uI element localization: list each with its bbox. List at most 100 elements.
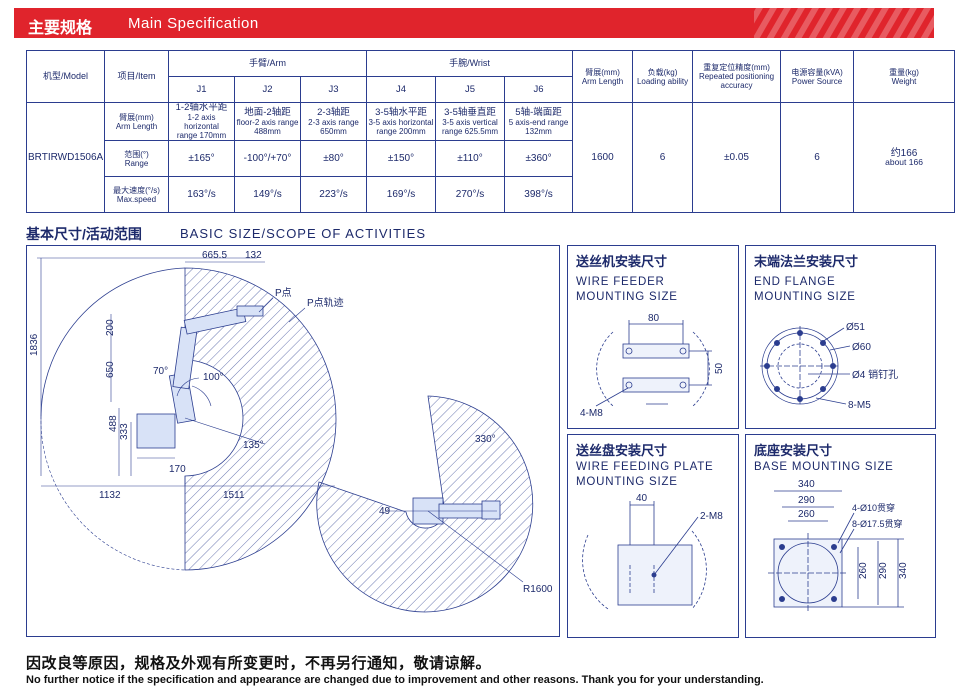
axis-header-j5: J5 [435,76,506,103]
header-banner: 主要规格 Main Specification [14,8,934,38]
arm-cell-j3-en1: 2-3 axis range [308,117,359,127]
end-flange-drawing: Ø51 Ø60 Ø4 销钉孔 8-M5 [760,322,898,411]
weight-col-header: 重量(kg)Weight [853,50,956,103]
power-col-en: Power Source [791,76,843,86]
range-j4: ±150° [366,140,437,177]
base-dim-290-side: 290 [878,562,889,579]
base-bolt-holes [779,544,837,602]
dim-1132: 1132 [99,490,121,501]
feeding-plate-title-zh: 送丝盘安装尺寸 [576,443,668,458]
end-flange-title-zh: 末端法兰安装尺寸 [754,254,859,269]
row-speed-label: 最大速度(°/s)Max.speed [104,176,169,213]
row-arm-label-en: Arm Length [115,121,158,131]
scope-diagram: 665.5 132 1836 200 650 488 333 170 1132 … [29,250,553,613]
repeat-col-zh: 重复定位精度(mm) [703,63,770,72]
arm-cell-j4-en1: 3-5 axis horizontal [368,117,434,127]
item-header: 项目/Item [104,50,169,103]
angle-135: 135° [243,440,264,451]
arm-cell-j3-en2: 650mm [320,126,347,136]
arm-length-col-en: Arm Length [581,76,624,86]
angle-100: 100° [203,372,224,383]
ef-dim-60: Ø60 [852,342,871,353]
axis-header-j6: J6 [504,76,574,103]
dim-200: 200 [105,319,116,336]
arm-cell-j1-zh: 1-2轴水平距 [175,102,228,113]
arm-cell-j6-en2: 132mm [525,126,552,136]
wf-dim-80: 80 [648,313,660,324]
angle-70: 70° [153,366,168,377]
dim-665-5: 665.5 [202,250,227,261]
end-flange-title-en1: END FLANGE [754,276,836,288]
axis-header-j2: J2 [234,76,301,103]
range-j2: -100°/+70° [234,140,301,177]
ef-dim-51: Ø51 [846,322,865,333]
dim-1836: 1836 [29,333,40,356]
row-range-label-zh: 范围(°) [124,149,149,159]
angle-330: 330° [475,434,496,445]
dim-650: 650 [105,361,116,378]
range-j3: ±80° [299,140,368,177]
base-drawing: 340 290 260 4-Ø10贯穿 8-Ø17.5贯穿 260 290 34… [768,479,909,613]
dim-170: 170 [169,464,186,475]
wf-dim-4-m8: 4-M8 [580,408,603,419]
speed-j4: 169°/s [366,176,437,213]
p-point-label: P点 [275,287,292,299]
basic-size-drawing: 665.5 132 1836 200 650 488 333 170 1132 … [26,245,560,637]
arm-cell-j1-en2: range 170mm [176,131,227,140]
axis-header-j1: J1 [168,76,235,103]
arm-cell-j6-zh: 5轴-端面距 [515,106,562,118]
wf-dim-50: 50 [714,362,725,374]
arm-cell-j4-zh: 3-5轴水平距 [375,106,427,118]
speed-j6: 398°/s [504,176,574,213]
dim-r1600: R1600 [523,584,553,595]
base-dim-260-top: 260 [798,509,815,520]
fp-dim-2-m8: 2-M8 [700,511,723,522]
arm-cell-j3-zh: 2-3轴距 [317,106,350,118]
arm-cell-j5-en2: range 625.5mm [442,126,499,136]
dim-333: 333 [119,423,130,440]
header-title-zh: 主要规格 [28,20,93,37]
feeding-plate-drawing: 40 2-M8 [582,493,723,610]
speed-j3: 223°/s [299,176,368,213]
flange-bolt-holes [764,330,836,402]
side-workspace-left-arc [40,267,186,417]
wire-feeding-plate-panel: 送丝盘安装尺寸 WIRE FEEDING PLATE MOUNTING SIZE… [567,434,739,638]
arm-length-col-header: 臂展(mm)Arm Length [572,50,634,103]
end-flange-title-en2: MOUNTING SIZE [754,291,856,303]
row-speed-label-en: Max.speed [116,194,157,204]
power-value: 6 [780,102,855,213]
row-range-label-en: Range [124,158,149,168]
side-workspace-lower-arc [40,415,186,571]
dimension-lines [37,257,335,487]
weight-col-zh: 重量(kg) [889,67,919,77]
feeding-plate-title-en2: MOUNTING SIZE [576,476,678,488]
model-header: 机型/Model [26,50,105,103]
row-speed-label-zh: 最大速度(°/s) [113,185,160,195]
arm-length-col-zh: 臂展(mm) [585,67,620,77]
wire-feeder-title-en2: MOUNTING SIZE [576,291,678,303]
dim-488: 488 [108,415,119,432]
power-col-header: 电源容量(kVA)Power Source [780,50,855,103]
arm-cell-j2-zh: 地面-2轴距 [244,106,291,118]
row-arm-label: 臂展(mm)Arm Length [104,102,169,141]
base-dim-8-holes: 8-Ø17.5贯穿 [852,518,903,529]
side-workspace-area [184,267,337,571]
range-j1: ±165° [168,140,235,177]
range-j6: ±360° [504,140,574,177]
repeat-col-en1: Repeated positioning [698,72,775,81]
arm-cell-j4-en2: range 200mm [376,126,426,136]
banner-graphic [14,8,934,38]
notice-en: No further notice if the specification a… [26,674,764,686]
axis-header-j4: J4 [366,76,437,103]
arm-group-header: 手臂/Arm [167,50,368,77]
dim-49: 49 [379,506,391,517]
load-value: 6 [632,102,694,213]
ef-dim-8-m5: 8-M5 [848,400,871,411]
ef-dim-pin: Ø4 销钉孔 [852,368,898,381]
repeat-value: ±0.05 [692,102,782,213]
speed-j5: 270°/s [435,176,506,213]
